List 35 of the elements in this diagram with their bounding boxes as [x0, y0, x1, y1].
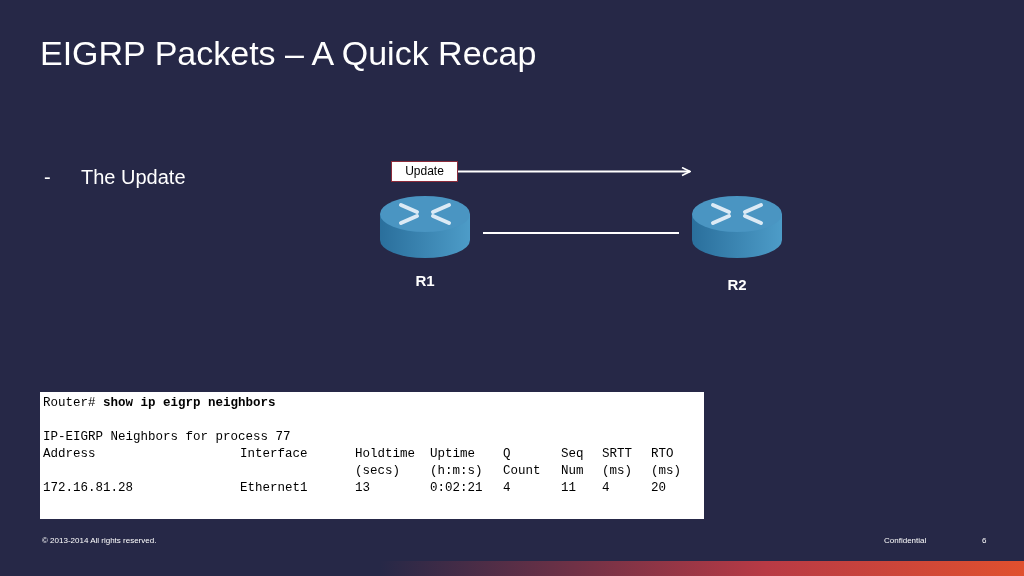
link-line — [482, 232, 680, 234]
column-header: Address — [43, 447, 96, 461]
slide-title: EIGRP Packets – A Quick Recap — [40, 34, 537, 73]
column-header: Interface — [240, 447, 308, 461]
column-header: (h:m:s) — [430, 464, 483, 478]
table-cell: Ethernet1 — [240, 481, 308, 495]
arrow — [457, 166, 691, 177]
table-cell: 13 — [355, 481, 370, 495]
confidentiality-note: Confidential — [884, 536, 927, 545]
table-cell: 20 — [651, 481, 666, 495]
table-cell: 172.16.81.28 — [43, 481, 133, 495]
router-name: R1 — [414, 272, 436, 289]
bullet-dash: - — [44, 166, 51, 189]
table-cell: 4 — [602, 481, 610, 495]
table-cell: 11 — [561, 481, 576, 495]
column-header: RTO — [651, 447, 674, 461]
column-header: Seq — [561, 447, 584, 461]
command-line: Router# show ip eigrp neighbors — [43, 396, 276, 410]
column-header: SRTT — [602, 447, 632, 461]
packet-label: Update — [391, 161, 458, 182]
page-number: 6 — [982, 536, 987, 545]
copyright-text: © 2013-2014 All rights reserved. — [42, 536, 157, 545]
bullet-text: The Update — [81, 166, 186, 189]
table-cell: 4 — [503, 481, 511, 495]
column-header: (ms) — [602, 464, 632, 478]
column-header: (ms) — [651, 464, 681, 478]
column-header: Q — [503, 447, 511, 461]
column-header: Holdtime — [355, 447, 415, 461]
column-header: (secs) — [355, 464, 400, 478]
output-heading: IP-EIGRP Neighbors for process 77 — [43, 430, 291, 444]
router-name: R2 — [726, 276, 748, 293]
column-header: Count — [503, 464, 541, 478]
table-cell: 0:02:21 — [430, 481, 483, 495]
column-header: Num — [561, 464, 584, 478]
column-header: Uptime — [430, 447, 475, 461]
